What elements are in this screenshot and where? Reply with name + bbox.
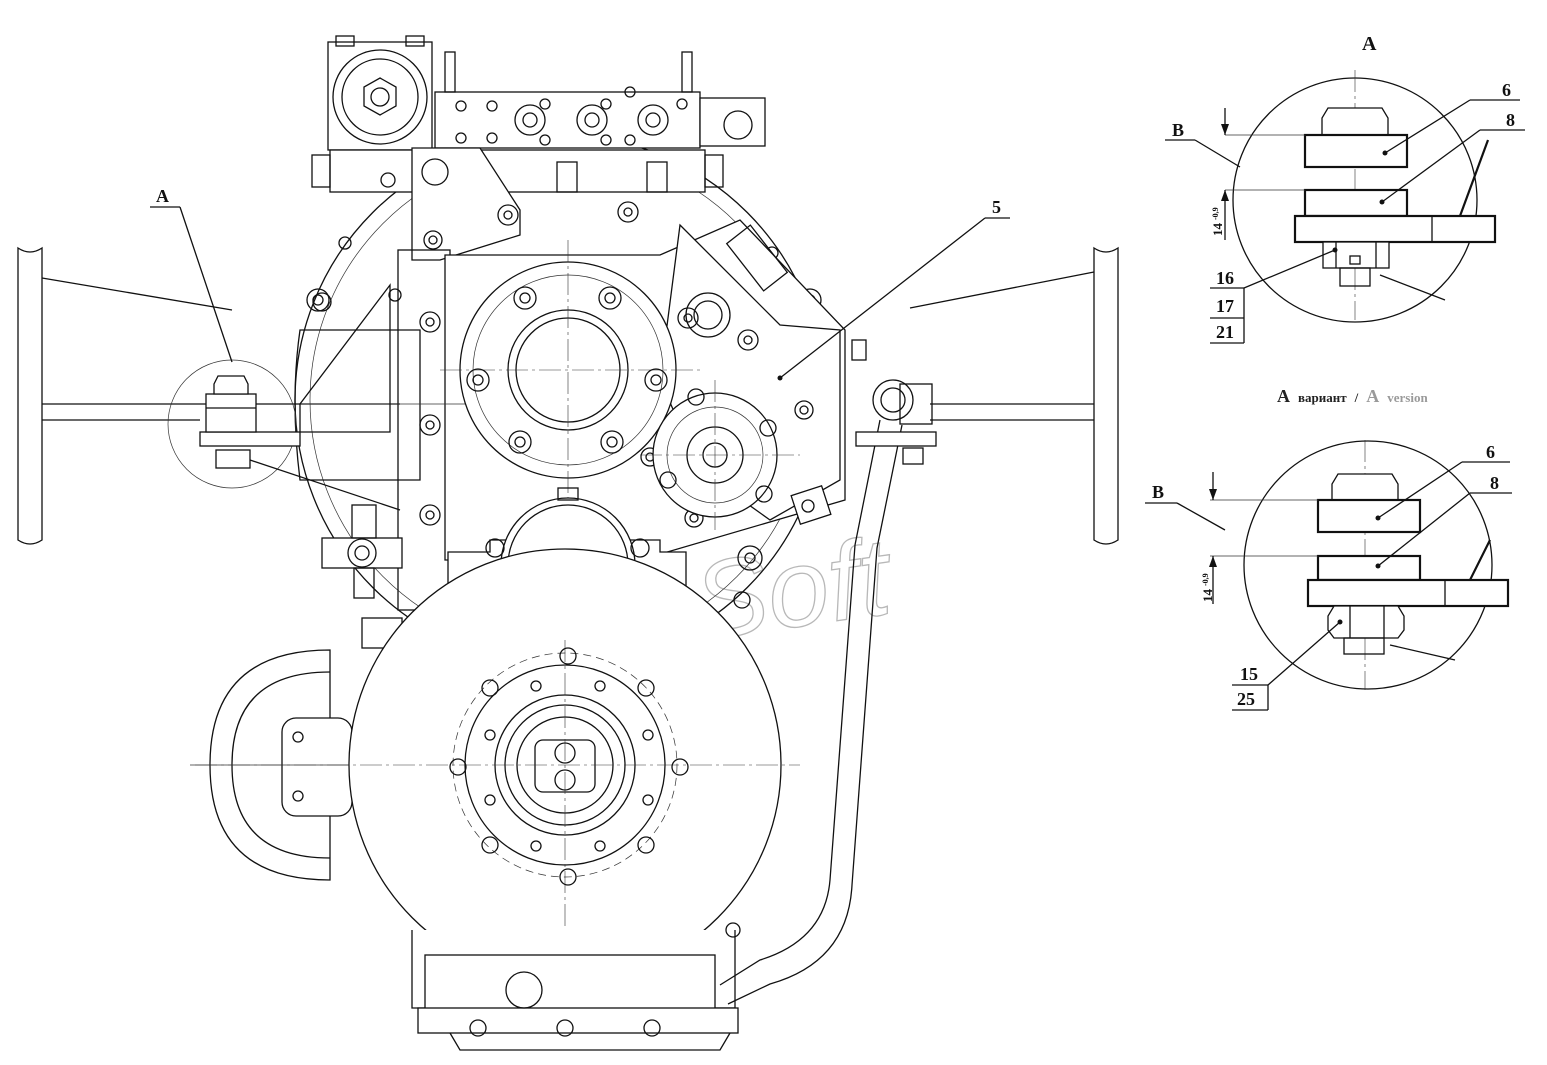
version-title-separator: / (1354, 390, 1359, 405)
version-title-letter-en: A (1366, 386, 1379, 406)
bottom-housing (411, 922, 741, 1051)
detail-a-callout-16: 16 (1216, 268, 1234, 288)
version-dim-14: 14 (1200, 589, 1215, 603)
detail-a-dim-14: 14 (1210, 223, 1225, 237)
version-title: A вариант / A version (1277, 386, 1428, 406)
valve-plugs (455, 86, 688, 146)
detail-a-title: A (1362, 33, 1377, 55)
oil-pipe (719, 379, 914, 1005)
version-dim-b: B (1152, 482, 1164, 502)
main-callouts: A 5 (150, 186, 1010, 381)
disc-bolts (449, 647, 689, 886)
detail-a-callout-17: 17 (1216, 296, 1234, 316)
version-callout-6: 6 (1486, 442, 1495, 462)
shift-mechanism-left (321, 504, 403, 649)
svg-text:A вариант /: A вариант / A version (1277, 386, 1428, 406)
detail-a-version: B 14 -0,9 6 8 15 25 (1145, 440, 1512, 711)
version-callout-25: 25 (1237, 689, 1255, 709)
upper-flange (440, 240, 700, 500)
detail-a-callout-21: 21 (1216, 322, 1234, 342)
valve-block (311, 35, 766, 193)
detail-a-callout-6: 6 (1502, 80, 1511, 100)
version-dim-tol: -0,9 (1201, 573, 1210, 586)
left-mount (167, 283, 401, 511)
detail-a-dim-tol: -0,9 (1211, 207, 1220, 220)
detail-a-marker: A (156, 186, 169, 206)
callout-5: 5 (992, 197, 1001, 217)
version-title-text-ru: вариант (1298, 390, 1347, 405)
version-title-text-en: version (1387, 390, 1428, 405)
version-callout-8: 8 (1490, 473, 1499, 493)
detail-a: A B 14 -0,9 6 (1165, 33, 1525, 344)
version-callout-15: 15 (1240, 664, 1258, 684)
version-title-letter-ru: A (1277, 386, 1290, 406)
detail-a-callout-8: 8 (1506, 110, 1515, 130)
detail-a-dim-b: B (1172, 120, 1184, 140)
right-side-beam (909, 246, 1119, 545)
right-mount (851, 339, 937, 465)
pump-flange (640, 380, 800, 530)
